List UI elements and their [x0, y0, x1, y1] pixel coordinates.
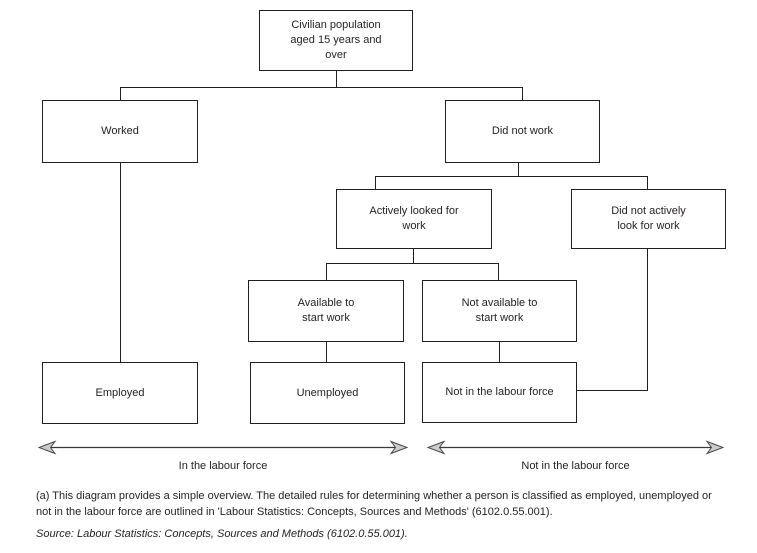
- node-unemployed-label: Unemployed: [296, 386, 359, 399]
- node-actively-looked: Actively looked for work: [336, 189, 492, 249]
- connector-into-nilf-right: [577, 390, 648, 391]
- connector-did-not-work-stub: [518, 163, 519, 177]
- node-did-not-actively-look: Did not actively look for work: [571, 189, 726, 249]
- connector-top-stub: [336, 71, 337, 88]
- connector-worked-employed: [120, 163, 121, 362]
- node-did-not-work: Did not work: [445, 100, 600, 163]
- node-worked-label: Worked: [101, 125, 139, 138]
- double-arrow-icon: [37, 440, 409, 455]
- in-labour-force-label: In the labour force: [178, 460, 268, 472]
- double-arrow-icon: [426, 440, 725, 455]
- node-did-not-work-label: Did not work: [491, 125, 554, 138]
- node-available-to-start: Available to start work: [248, 280, 404, 342]
- node-employed-label: Employed: [95, 386, 145, 399]
- connector-to-not-available: [498, 263, 499, 280]
- node-not-available-to-start: Not available to start work: [422, 280, 577, 342]
- node-did-not-actively-look-label: Did not actively look for work: [611, 205, 686, 232]
- labour-force-span-arrow: [37, 440, 409, 455]
- node-not-in-labour-force-label: Not in the labour force: [445, 386, 554, 399]
- node-available-to-start-label: Available to start work: [297, 297, 355, 324]
- node-employed: Employed: [42, 362, 198, 424]
- not-in-labour-force-span-arrow: [426, 440, 725, 455]
- node-worked: Worked: [42, 100, 198, 163]
- connector-available-unemployed: [326, 342, 327, 362]
- node-not-available-to-start-label: Not available to start work: [461, 297, 538, 324]
- source-text: Source: Labour Statistics: Concepts, Sou…: [36, 528, 408, 540]
- node-civilian-population-label: Civilian population aged 15 years and ov…: [290, 19, 382, 61]
- connector-to-available: [326, 263, 327, 280]
- node-unemployed: Unemployed: [250, 362, 405, 424]
- node-actively-looked-label: Actively looked for work: [369, 205, 459, 232]
- connector-to-did-not-work: [522, 87, 523, 100]
- connector-low-horizontal: [326, 263, 499, 264]
- connector-actively-looked-stub: [413, 249, 414, 264]
- node-not-in-labour-force: Not in the labour force: [422, 362, 577, 423]
- connector-not-available-nilf: [499, 342, 500, 362]
- connector-to-actively-looked: [375, 176, 376, 189]
- connector-to-worked: [120, 87, 121, 100]
- not-in-labour-force-label: Not in the labour force: [521, 460, 630, 472]
- connector-top-horizontal: [120, 87, 523, 88]
- connector-mid-horizontal: [375, 176, 648, 177]
- connector-did-not-actively-down: [647, 249, 648, 391]
- node-civilian-population: Civilian population aged 15 years and ov…: [259, 10, 413, 71]
- footnote-text: (a) This diagram provides a simple overv…: [36, 490, 712, 518]
- connector-to-did-not-actively: [647, 176, 648, 189]
